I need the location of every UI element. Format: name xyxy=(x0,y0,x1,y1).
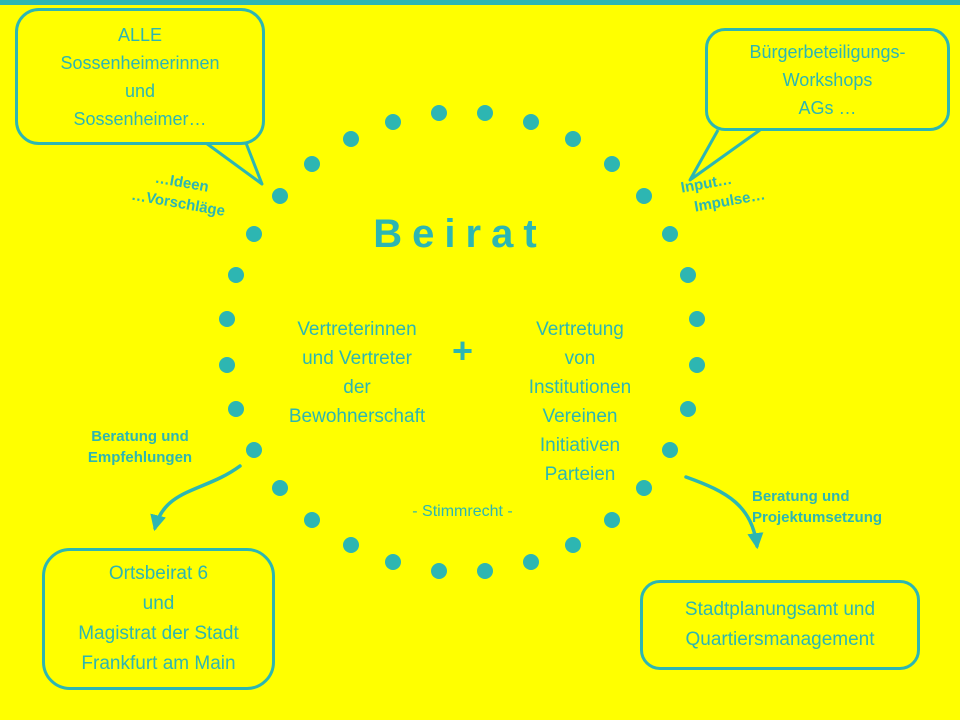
circle-dot-icon xyxy=(342,131,359,148)
circle-dot-icon xyxy=(304,156,321,173)
circle-dot-icon xyxy=(342,536,359,553)
circle-dot-icon xyxy=(385,113,402,130)
institutions-group-line: Initiativen xyxy=(539,435,621,456)
bubble-workshops-line: Workshops xyxy=(782,69,873,90)
bubble-workshops: Bürgerbeteiligungs- Workshops AGs … xyxy=(705,28,950,131)
residents-group: Vertreterinnen und Vertreter der Bewohne… xyxy=(268,315,446,431)
box-ortsbeirat-line: und xyxy=(142,593,175,614)
circle-dot-icon xyxy=(636,479,653,496)
box-stadtplanungsamt-line: Stadtplanungsamt und xyxy=(684,599,876,620)
circle-dot-icon xyxy=(522,113,539,130)
label-beratung-empfehlungen-line: Empfehlungen xyxy=(87,449,193,466)
circle-dot-icon xyxy=(219,311,236,328)
circle-dot-icon xyxy=(679,400,696,417)
circle-dot-icon xyxy=(228,400,245,417)
circle-dot-icon xyxy=(219,356,236,373)
circle-dot-icon xyxy=(522,554,539,571)
residents-group-line: Vertreterinnen xyxy=(297,319,417,340)
label-beratung-projektumsetzung-line: Beratung und xyxy=(752,488,850,505)
circle-dot-icon xyxy=(679,267,696,284)
institutions-group-line: Vereinen xyxy=(542,406,618,427)
circle-dot-icon xyxy=(477,105,494,122)
box-ortsbeirat: Ortsbeirat 6 und Magistrat der Stadt Fra… xyxy=(42,548,275,690)
circle-dot-icon xyxy=(477,562,494,579)
label-beratung-projektumsetzung-line: Projektumsetzung xyxy=(752,509,883,526)
circle-dot-icon xyxy=(228,267,245,284)
arrow-left-icon xyxy=(150,464,242,532)
label-beratung-projektumsetzung: Beratung und Projektumsetzung xyxy=(752,486,927,528)
box-ortsbeirat-line: Ortsbeirat 6 xyxy=(108,563,209,584)
circle-dot-icon xyxy=(565,536,582,553)
box-stadtplanungsamt: Stadtplanungsamt und Quartiersmanagement xyxy=(640,580,920,670)
institutions-group-line: Parteien xyxy=(544,464,616,485)
bottom-divider xyxy=(0,0,960,5)
circle-dot-icon xyxy=(271,188,288,205)
bubble-all-residents-line: und xyxy=(124,80,156,101)
bubble-workshops-line: Bürgerbeteiligungs- xyxy=(749,41,906,62)
label-input-impulse: Input… Impulse… xyxy=(679,159,795,219)
residents-group-line: Bewohnerschaft xyxy=(288,406,426,427)
circle-dot-icon xyxy=(430,105,447,122)
circle-dot-icon xyxy=(688,356,705,373)
circle-dot-icon xyxy=(245,225,262,242)
label-beratung-empfehlungen: Beratung und Empfehlungen xyxy=(70,426,210,468)
circle-dot-icon xyxy=(271,479,288,496)
label-ideen-vorschlaege: …Ideen …Vorschläge xyxy=(102,159,257,226)
bubble-all-residents: ALLE Sossenheimerinnen und Sossenheimer… xyxy=(15,8,265,145)
beirat-title: Beirat xyxy=(373,212,547,256)
institutions-group-line: Vertretung xyxy=(536,319,624,340)
plus-sign: + xyxy=(452,330,474,371)
bubble-all-residents-line: Sossenheimer… xyxy=(73,108,207,129)
institutions-group-line: von xyxy=(564,348,596,369)
box-ortsbeirat-line: Frankfurt am Main xyxy=(81,653,236,674)
residents-group-line: der xyxy=(343,377,371,398)
institutions-group: Vertretung von Institutionen Vereinen In… xyxy=(500,315,660,489)
circle-dot-icon xyxy=(688,311,705,328)
voting-note: - Stimmrecht - xyxy=(412,503,513,520)
residents-group-line: und Vertreter xyxy=(302,348,412,369)
circle-dot-icon xyxy=(603,511,620,528)
circle-dot-icon xyxy=(430,562,447,579)
box-stadtplanungsamt-line: Quartiersmanagement xyxy=(685,629,875,650)
circle-dot-icon xyxy=(565,131,582,148)
circle-dot-icon xyxy=(603,156,620,173)
circle-dot-icon xyxy=(245,442,262,459)
circle-dot-icon xyxy=(304,511,321,528)
circle-dot-icon xyxy=(636,188,653,205)
bubble-all-residents-line: Sossenheimerinnen xyxy=(60,52,220,73)
institutions-group-line: Institutionen xyxy=(528,377,632,398)
bubble-workshops-line: AGs … xyxy=(798,97,857,118)
label-beratung-empfehlungen-line: Beratung und xyxy=(91,428,189,445)
box-ortsbeirat-line: Magistrat der Stadt xyxy=(78,623,239,644)
circle-dot-icon xyxy=(662,442,679,459)
circle-dot-icon xyxy=(662,225,679,242)
arrow-right-icon xyxy=(684,475,764,550)
circle-dot-icon xyxy=(385,554,402,571)
bubble-all-residents-line: ALLE xyxy=(117,24,163,45)
